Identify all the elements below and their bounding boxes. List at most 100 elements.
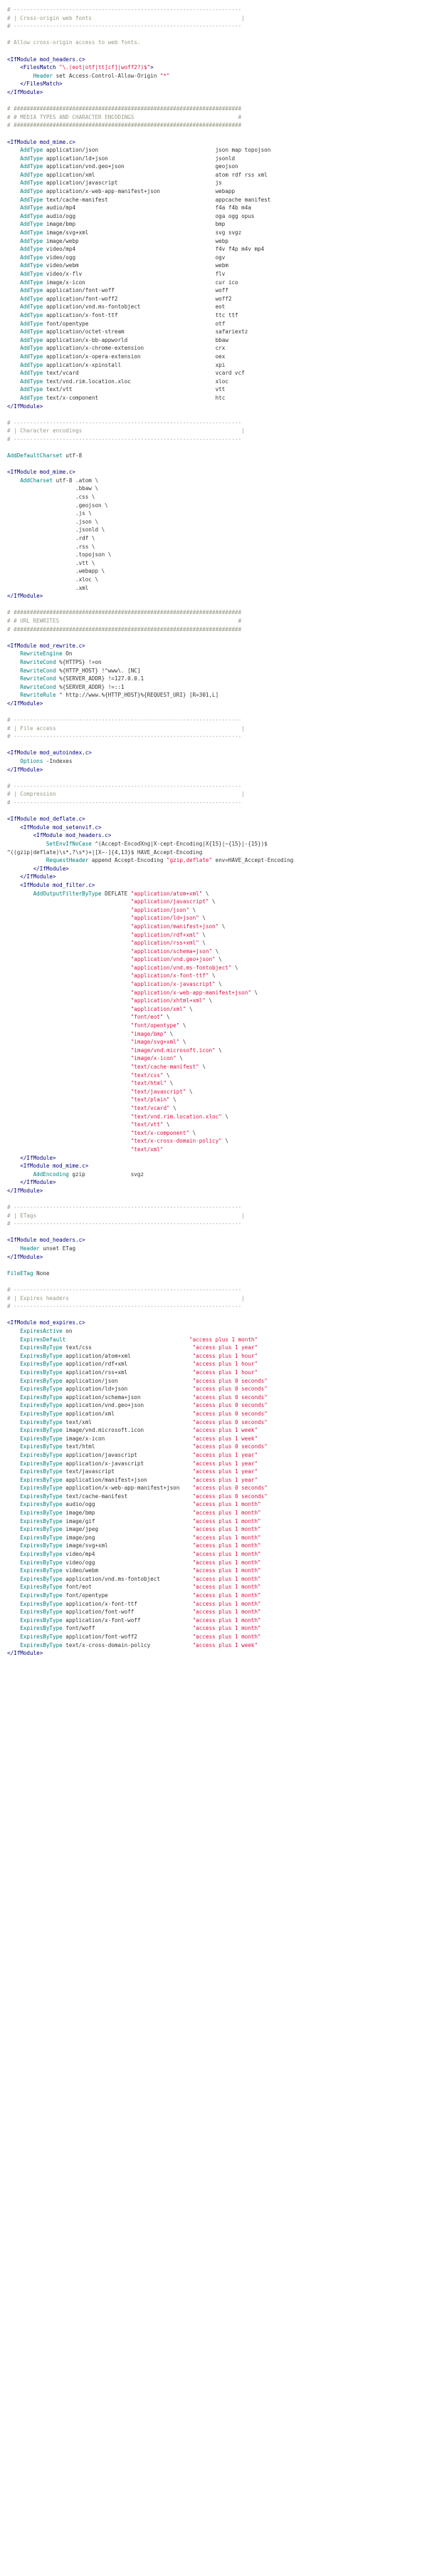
code-line: AddType application/xml atom rdf rss xml: [7, 171, 427, 180]
code-token: application/x-font-ttf ttc ttf: [46, 311, 238, 318]
code-token: ExpiresByType: [7, 1526, 66, 1533]
code-token: </IfModule>: [7, 1187, 43, 1194]
code-line: RewriteEngine On: [7, 650, 427, 658]
code-token: RewriteCond: [7, 658, 60, 665]
code-line: <FilesMatch "\.(eot|otf|tt[cf]|woff2?)$"…: [7, 63, 427, 72]
code-line: ExpiresByType application/vnd.geo+json "…: [7, 1401, 427, 1410]
code-token: image/x-icon: [65, 1435, 193, 1442]
code-line: ​: [7, 130, 427, 138]
code-line: # | ETags |: [7, 1212, 427, 1220]
code-token: ExpiresByType: [7, 1616, 66, 1624]
code-token: "access plus 1 year": [192, 1451, 258, 1458]
code-token: <IfModule mod_setenvif.c>: [7, 824, 102, 831]
code-token: "access plus 1 year": [192, 1476, 258, 1483]
code-line: RequestHeader append Accept-Encoding "gz…: [7, 856, 427, 865]
code-token: ExpiresDefault: [7, 1336, 190, 1343]
code-token: </IfModule>: [7, 766, 43, 773]
code-line: AddType video/ogg ogv: [7, 254, 427, 262]
code-token: "access plus 0 seconds": [192, 1377, 268, 1384]
code-token: ExpiresByType: [7, 1435, 66, 1442]
code-line: Header set Access-Control-Allow-Origin "…: [7, 72, 427, 80]
code-token: "access plus 1 year": [192, 1468, 258, 1475]
code-line: </IfModule>: [7, 1253, 427, 1262]
code-line: "application/schema+json" \: [7, 947, 427, 956]
code-line: AddType image/webp webp: [7, 237, 427, 246]
code-line: </IfModule>: [7, 700, 427, 708]
code-token: ExpiresByType: [7, 1352, 66, 1359]
code-token: append Accept-Encoding: [91, 857, 167, 864]
code-token: \: [167, 1080, 174, 1087]
code-line: AddType application/x-opera-extension oe…: [7, 353, 427, 361]
code-token: <IfModule mod_headers.c>: [7, 1237, 85, 1244]
code-token: .css \: [7, 494, 95, 501]
code-line: RewriteRule ^ http://www.%{HTTP_HOST}%{R…: [7, 691, 427, 700]
code-token: "text/javascript": [7, 1088, 186, 1095]
code-token: application/vnd.ms-fontobject: [65, 1575, 193, 1582]
code-token: "access plus 1 month": [192, 1559, 261, 1566]
code-line: AddType application/x-font-ttf ttc ttf: [7, 311, 427, 320]
code-line: <IfModule mod_filter.c>: [7, 881, 427, 890]
code-token: ExpiresByType: [7, 1510, 66, 1517]
code-token: ExpiresByType: [7, 1451, 66, 1458]
code-line: <IfModule mod_rewrite.c>: [7, 642, 427, 650]
code-token: application/font-woff2 woff2: [46, 295, 232, 302]
code-line: "application/json" \: [7, 906, 427, 915]
code-token: %{SERVER_ADDR} !=::1: [59, 683, 125, 690]
code-token: \: [199, 1064, 206, 1070]
code-token: AddType: [7, 204, 46, 212]
code-token: ExpiresByType: [7, 1492, 66, 1500]
code-token: \: [189, 906, 196, 913]
code-token: "access plus 1 month": [192, 1584, 261, 1591]
code-line: ExpiresByType application/manifest+json …: [7, 1476, 427, 1485]
code-line: ExpiresByType font/woff "access plus 1 m…: [7, 1624, 427, 1633]
code-token: AddType: [7, 221, 46, 228]
code-token: AddType: [7, 303, 46, 311]
code-line: ExpiresByType application/vnd.ms-fontobj…: [7, 1575, 427, 1584]
code-line: ExpiresByType application/xml "access pl…: [7, 1410, 427, 1418]
code-token: # | Character encodings |: [7, 427, 245, 435]
code-line: AddType application/octet-stream safarie…: [7, 328, 427, 336]
code-line: AddType image/bmp bmp: [7, 220, 427, 229]
code-line: AddType application/json json map topojs…: [7, 146, 427, 155]
code-token: "access plus 0 seconds": [192, 1485, 268, 1492]
code-token: \: [179, 1039, 186, 1046]
code-token: AddType: [7, 295, 46, 302]
code-token: text/cache-manifest appcache manifest: [46, 196, 271, 203]
code-token: "access plus 0 seconds": [192, 1492, 268, 1500]
code-line: .webapp \: [7, 567, 427, 576]
code-token: ExpiresByType: [7, 1368, 66, 1376]
code-line: </IfModule>: [7, 1187, 427, 1195]
code-line: "application/rdf+xml" \: [7, 931, 427, 940]
code-line: ​: [7, 707, 427, 716]
code-token: ExpiresByType: [7, 1443, 66, 1450]
code-line: # --------------------------------------…: [7, 799, 427, 807]
code-token: \: [218, 923, 226, 930]
code-token: ExpiresByType: [7, 1575, 66, 1582]
code-token: ExpiresByType: [7, 1485, 66, 1492]
code-token: .xloc \: [7, 576, 99, 583]
code-token: </IfModule>: [7, 873, 56, 881]
code-token: .vtt \: [7, 559, 95, 566]
code-line: "image/vnd.microsoft.icon" \: [7, 1046, 427, 1055]
code-line: # ######################################…: [7, 625, 427, 634]
code-token: "\.(eot|otf|tt[cf]|woff2?)$": [59, 64, 151, 71]
code-token: </IfModule>: [7, 1154, 56, 1161]
code-token: "access plus 1 month": [192, 1501, 261, 1508]
code-line: "text/vcard" \: [7, 1104, 427, 1113]
code-line: "application/x-javascript" \: [7, 980, 427, 989]
code-token: <IfModule mod_deflate.c>: [7, 816, 85, 823]
code-token: ExpiresByType: [7, 1361, 66, 1368]
code-token: # --------------------------------------…: [7, 419, 242, 426]
code-line: ExpiresByType application/atom+xml "acce…: [7, 1352, 427, 1361]
code-line: ExpiresByType application/x-font-woff "a…: [7, 1616, 427, 1625]
code-line: .xloc \: [7, 576, 427, 584]
code-token: On: [65, 650, 73, 658]
code-line: "image/svg+xml" \: [7, 1038, 427, 1046]
code-token: utf-8 .atom \: [56, 477, 99, 484]
code-token: .geojson \: [7, 502, 108, 509]
code-token: env=HAVE_Accept-Encoding: [212, 857, 294, 864]
code-line: AddType text/vnd.rim.location.xloc xloc: [7, 378, 427, 386]
code-line: .css \: [7, 493, 427, 502]
code-token: application/xml: [65, 1410, 193, 1417]
code-token: "access plus 1 month": [192, 1551, 261, 1558]
